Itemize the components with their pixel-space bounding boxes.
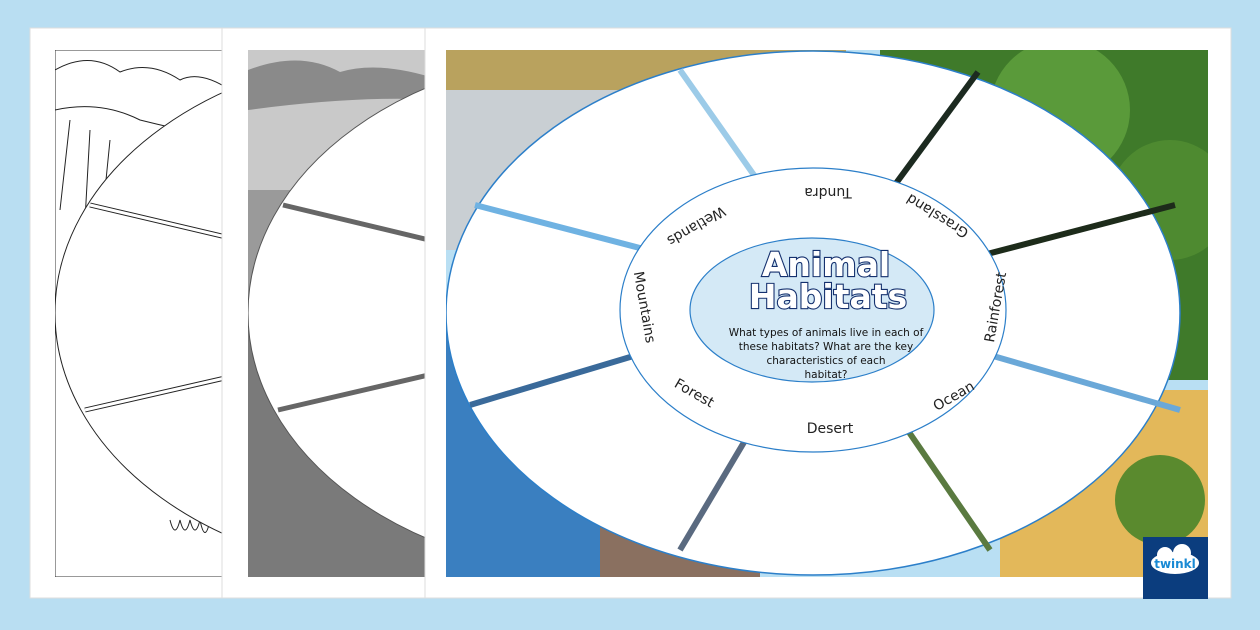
habitat-label-desert: Desert <box>807 421 854 437</box>
worksheet-title-line2: Habitats <box>749 277 907 316</box>
question-line: these habitats? What are the key <box>739 341 913 353</box>
twinkl-logo: twinkl <box>1143 537 1208 599</box>
habitat-label-tundra: Tundra <box>804 184 852 200</box>
question-line: What types of animals live in each of <box>729 327 924 339</box>
worksheet-colour-version: Animal Habitats What types of animals li… <box>424 27 1232 599</box>
twinkl-logo-text: twinkl <box>1154 557 1196 571</box>
question-line: habitat? <box>805 369 848 381</box>
worksheet-title-line1: Animal <box>762 245 890 284</box>
question-line: characteristics of each <box>766 355 885 367</box>
